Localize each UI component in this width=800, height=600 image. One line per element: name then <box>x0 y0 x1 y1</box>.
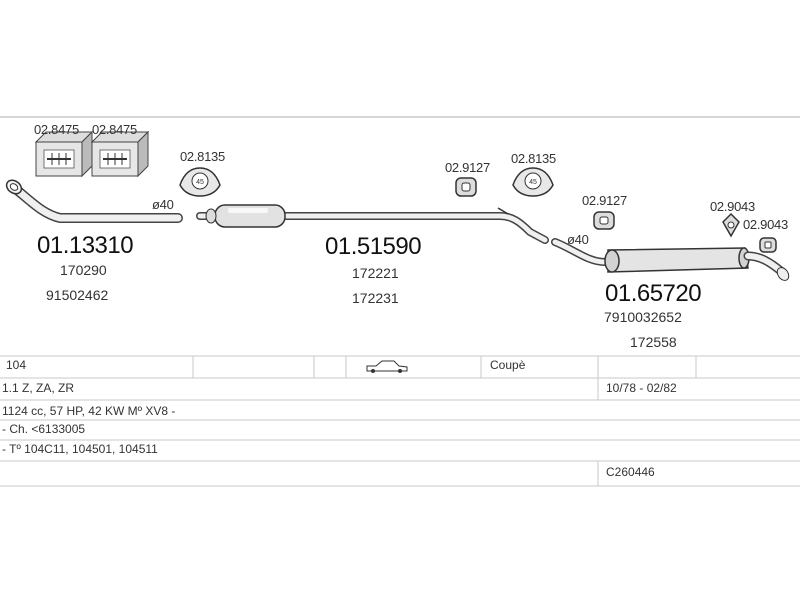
part-ref-1a: 170290 <box>60 262 107 278</box>
middle-silencer-part <box>196 204 549 244</box>
spec-table-grid <box>0 355 800 487</box>
part-ref-2b: 172231 <box>352 290 399 306</box>
part-ref-1b: 91502462 <box>46 287 109 303</box>
part-ref-3a: 7910032652 <box>604 309 682 325</box>
part-number-2: 01.51590 <box>325 233 422 260</box>
rear-silencer-part <box>551 238 790 281</box>
hanger-d-label: 02.9043 <box>743 217 788 232</box>
gasket-a-label: 02.8135 <box>180 149 225 164</box>
specs-cell: 1124 cc, 57 HP, 42 KW Mº XV8 - <box>2 404 176 418</box>
chassis-cell: - Ch. <6133005 <box>2 422 86 436</box>
gasket-icon <box>512 167 554 197</box>
diameter-label-2: ø40 <box>567 232 589 247</box>
hanger-icon <box>593 211 615 230</box>
catalog-code-cell: C260446 <box>606 465 655 479</box>
diameter-label-1: ø40 <box>152 197 174 212</box>
hanger-icon <box>759 237 777 253</box>
clamp-a-label: 02.8475 <box>34 122 79 137</box>
clamp-box-icon <box>90 130 150 178</box>
hanger-a-label: 02.9127 <box>445 160 490 175</box>
clamp-box-icon <box>34 130 94 178</box>
engine-cell: 1.1 Z, ZA, ZR <box>2 381 75 395</box>
type-codes-cell: - Tº 104C11, 104501, 104511 <box>2 442 158 456</box>
front-pipe-part <box>5 179 183 223</box>
gasket-size-label: 45 <box>196 179 204 186</box>
years-cell: 10/78 - 02/82 <box>606 381 677 395</box>
hanger-b-label: 02.9127 <box>582 193 627 208</box>
model-cell: 104 <box>6 358 27 372</box>
hanger-c-label: 02.9043 <box>710 199 755 214</box>
part-number-1: 01.13310 <box>37 232 134 259</box>
gasket-b-label: 02.8135 <box>511 151 556 166</box>
gasket-size-label: 45 <box>529 179 537 186</box>
part-ref-3b: 172558 <box>630 334 677 350</box>
car-icon <box>366 360 408 373</box>
part-ref-2a: 172221 <box>352 265 399 281</box>
body-type-cell: Coupè <box>490 358 526 372</box>
part-number-3: 01.65720 <box>605 280 702 307</box>
hanger-icon <box>455 177 477 197</box>
gasket-icon <box>179 167 221 197</box>
hanger-icon <box>722 212 740 238</box>
clamp-b-label: 02.8475 <box>92 122 137 137</box>
